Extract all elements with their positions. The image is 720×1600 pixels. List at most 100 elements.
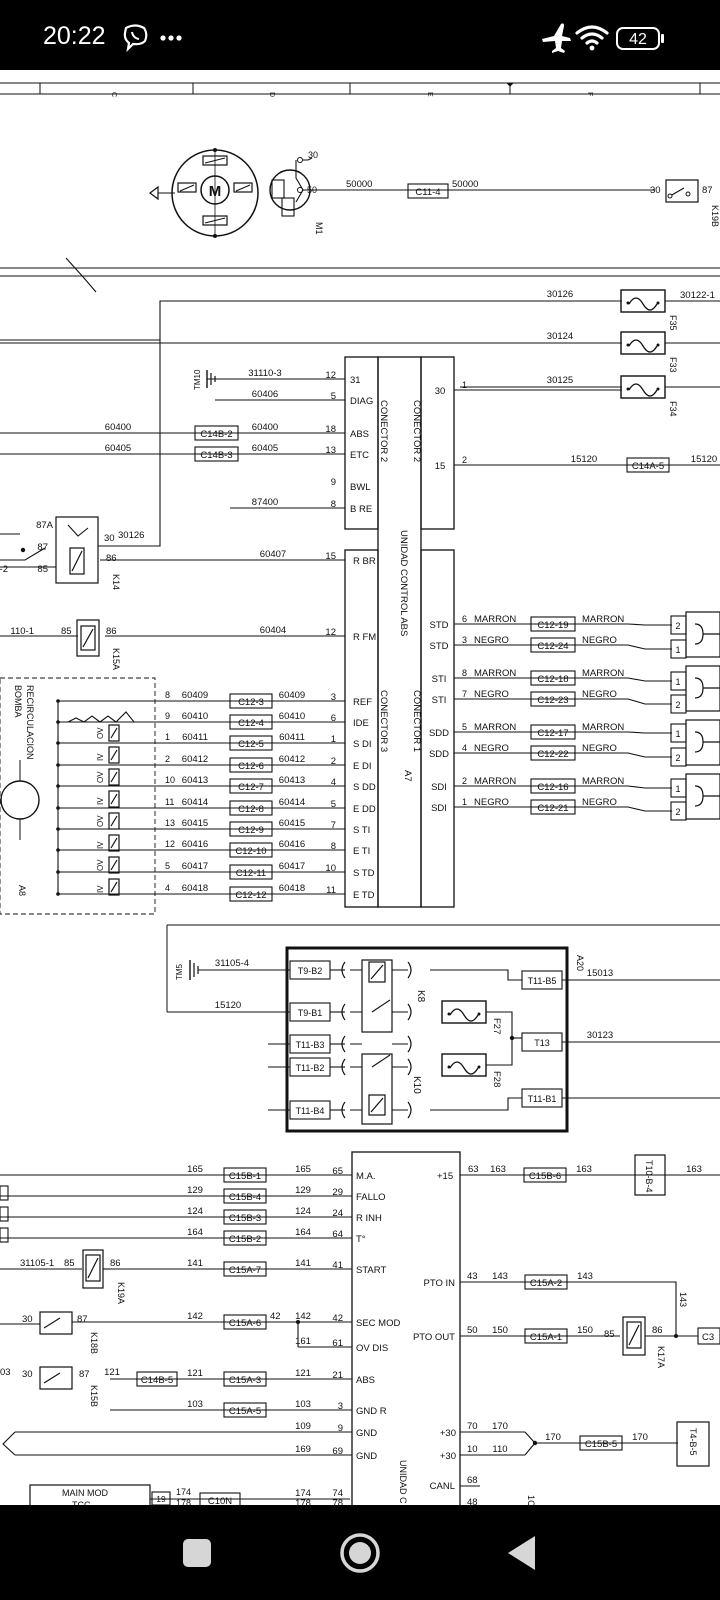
relay-label: K19B — [710, 205, 720, 227]
terminal-30 — [297, 157, 303, 163]
node — [213, 148, 217, 152]
label: MARRON — [474, 614, 516, 625]
label: 6 — [462, 614, 467, 624]
connector-label: C12-19 — [537, 620, 568, 631]
pin-number: 3 — [338, 1401, 343, 1412]
relay-switch — [43, 1317, 61, 1329]
relay-label: K14 — [111, 574, 121, 590]
label: 103 — [295, 1399, 311, 1410]
motor-pinion-arrow — [149, 185, 159, 201]
pin-number: 61 — [332, 1338, 343, 1349]
fuse-terminal — [447, 1012, 451, 1016]
pin-label: R INH — [356, 1213, 382, 1224]
connector-box — [229, 800, 273, 816]
label: NEGRO — [582, 797, 617, 808]
a20-plug — [341, 961, 346, 979]
pin-number: 29 — [332, 1187, 343, 1198]
connector-1-label: CONECTOR 1 — [411, 690, 422, 752]
connector-box — [524, 1328, 568, 1344]
pin-label: IDE — [353, 718, 369, 729]
pin-number: 21 — [332, 1370, 343, 1381]
label: 1 — [462, 380, 467, 390]
label: MARRON — [474, 668, 516, 679]
label: 30125 — [547, 375, 573, 386]
connector-box — [199, 1492, 241, 1505]
connector-box — [579, 1435, 623, 1451]
connector-box — [530, 745, 576, 761]
connector-box — [530, 691, 576, 707]
label: 30 — [22, 1314, 33, 1325]
relay-switch — [43, 1372, 61, 1384]
coil-diagonal — [628, 1324, 640, 1346]
label: 124 — [295, 1206, 311, 1217]
connector-box — [523, 1167, 567, 1183]
label: 150 — [492, 1325, 508, 1336]
wheel-sensor — [685, 611, 720, 658]
connector-label: C12-5 — [238, 739, 264, 750]
wifi-icon — [575, 25, 609, 51]
arrow-marker — [505, 82, 515, 94]
label: 30 — [308, 150, 318, 160]
label: 78 — [332, 1498, 343, 1505]
wire-30126 — [98, 530, 161, 547]
node — [56, 741, 60, 745]
sensor-wire — [622, 623, 672, 626]
pin-label: SDD — [429, 728, 449, 739]
label: 174 — [176, 1487, 191, 1497]
label: 87A — [36, 520, 54, 531]
terminal-number: 2 — [675, 621, 680, 631]
connector-label: C14B-2 — [200, 429, 232, 440]
label: 43 — [467, 1271, 478, 1282]
recents-button[interactable] — [171, 1527, 223, 1579]
coil-diagonal — [370, 1097, 384, 1113]
terminal-label: T11-B1 — [528, 1094, 557, 1104]
connector-label: C12-22 — [537, 749, 568, 760]
fuse-terminal — [447, 1065, 451, 1069]
connector-label: C12-3 — [238, 697, 264, 708]
connector-label: C12-17 — [537, 728, 568, 739]
label: 60404 — [260, 625, 286, 636]
label: 143 — [577, 1271, 593, 1282]
connector-label: C12-6 — [238, 761, 264, 772]
label: 165 — [187, 1164, 203, 1175]
label: 178 — [176, 1498, 191, 1505]
relay-k18b — [39, 1311, 73, 1335]
battery-level: 42 — [629, 31, 647, 48]
terminal-label: T13 — [534, 1038, 550, 1048]
coil-diagonal — [110, 771, 118, 783]
label: 9 — [165, 711, 170, 721]
pin-label: R BR — [353, 556, 376, 567]
a20-plug — [407, 1058, 412, 1076]
relay-k8-switch — [371, 999, 391, 1013]
label: 141 — [295, 1258, 311, 1269]
label: 60412 — [182, 754, 208, 765]
label: 15013 — [587, 968, 613, 979]
label: 60414 — [279, 797, 305, 808]
label: 42 — [270, 1311, 281, 1322]
pin-label: SDI — [431, 782, 447, 793]
wire — [0, 547, 46, 561]
connector-label: C12-7 — [238, 782, 264, 793]
connector-box — [530, 670, 576, 686]
connector-label: C11-4 — [415, 187, 440, 198]
relay-k10 — [361, 1053, 393, 1125]
pin-label: STI — [432, 695, 447, 706]
label: 2 — [165, 754, 170, 764]
label: 60415 — [182, 818, 208, 829]
label: 109 — [295, 1421, 311, 1432]
solenoid-contact — [295, 160, 304, 203]
wire — [2, 1431, 16, 1456]
terminal-number: 2 — [675, 807, 680, 817]
label: 11 — [165, 797, 174, 807]
pin-number: 12 — [325, 627, 336, 638]
connector-box — [530, 637, 576, 653]
pin-label: REF — [353, 697, 372, 708]
back-button[interactable] — [497, 1527, 549, 1579]
relay-k14 — [55, 516, 99, 584]
truncated-connector — [0, 1185, 9, 1201]
label: 60413 — [182, 775, 208, 786]
home-button[interactable] — [334, 1527, 386, 1579]
a8-switch-chain — [67, 711, 140, 723]
